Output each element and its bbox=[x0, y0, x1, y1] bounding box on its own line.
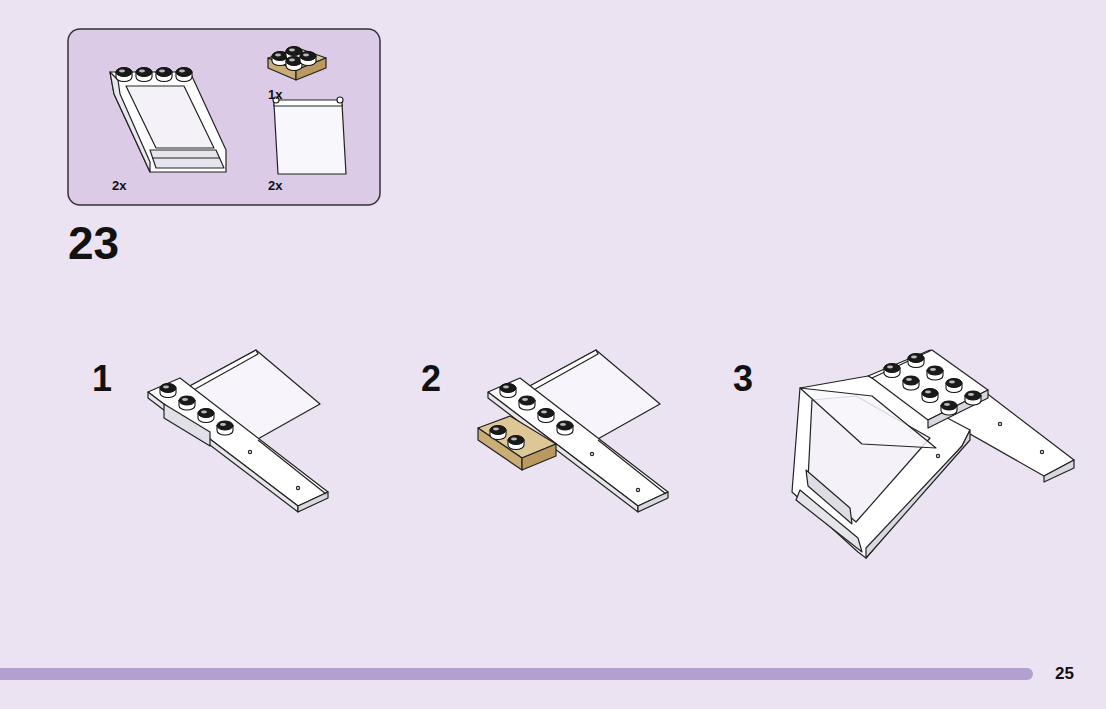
page-number: 25 bbox=[1055, 665, 1074, 682]
stud bbox=[965, 391, 981, 405]
stud bbox=[160, 384, 176, 398]
stud bbox=[908, 354, 924, 368]
page-bar bbox=[0, 668, 1033, 680]
stud bbox=[300, 52, 316, 66]
part-count: 2x bbox=[268, 179, 282, 192]
stud bbox=[508, 436, 524, 450]
part-count: 1x bbox=[268, 88, 282, 101]
step-1-assembly bbox=[148, 350, 328, 512]
stud bbox=[927, 366, 943, 380]
stud bbox=[136, 68, 152, 82]
substep-number: 3 bbox=[733, 361, 753, 397]
step-number: 23 bbox=[68, 220, 119, 266]
window-frame-part bbox=[110, 72, 226, 172]
stud bbox=[500, 384, 516, 398]
stud bbox=[179, 396, 195, 410]
stud bbox=[217, 421, 233, 435]
part-count: 2x bbox=[112, 179, 126, 192]
stud bbox=[538, 409, 554, 423]
stud bbox=[922, 389, 938, 403]
stud bbox=[116, 68, 132, 82]
stud bbox=[946, 379, 962, 393]
stud bbox=[903, 376, 919, 390]
parts-panel bbox=[68, 29, 380, 205]
stud bbox=[519, 396, 535, 410]
parts-callout: 1x 2x 2x bbox=[68, 29, 380, 205]
stud bbox=[557, 421, 573, 435]
step-2-assembly bbox=[478, 350, 668, 512]
stud bbox=[941, 401, 957, 415]
stud bbox=[156, 68, 172, 82]
stud bbox=[176, 68, 192, 82]
substep-number: 1 bbox=[92, 361, 112, 397]
substep-number: 2 bbox=[421, 361, 441, 397]
stud bbox=[884, 364, 900, 378]
stud bbox=[198, 409, 214, 423]
glass-pane-part bbox=[273, 97, 346, 174]
stud bbox=[490, 426, 506, 440]
step-3-assembly bbox=[792, 350, 1074, 558]
